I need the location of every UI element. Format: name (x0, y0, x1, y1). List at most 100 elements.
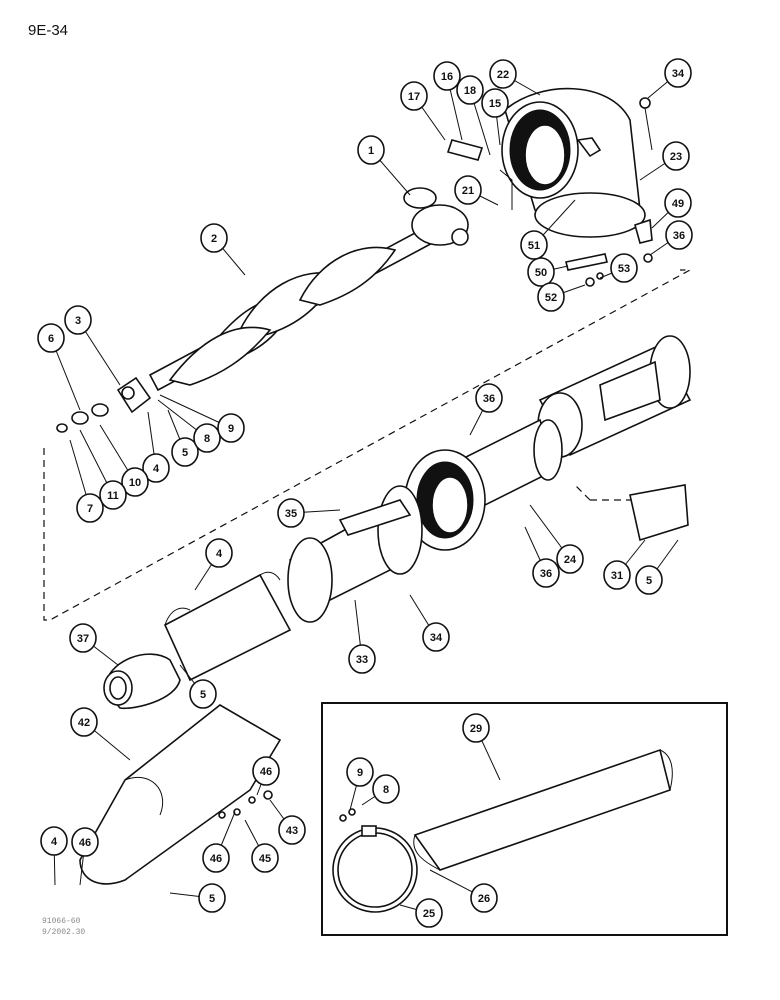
callout-9: 9 (346, 757, 374, 787)
callout-16: 16 (433, 61, 461, 91)
callout-number: 10 (129, 477, 141, 489)
assembly-guide-line-lower (574, 484, 660, 501)
callout-36: 36 (532, 558, 560, 588)
callout-4: 4 (205, 538, 233, 568)
callout-number: 4 (216, 548, 223, 560)
callout-45: 45 (251, 843, 279, 873)
footer-code-1: 91066-60 (42, 917, 81, 926)
callout-5: 5 (198, 883, 226, 913)
callout-3: 3 (64, 305, 92, 335)
inset-panel (321, 702, 728, 936)
callout-number: 34 (430, 632, 443, 644)
half-tube (163, 571, 292, 682)
callout-number: 43 (286, 825, 298, 837)
callout-37: 37 (69, 623, 97, 653)
callout-17: 17 (400, 81, 428, 111)
elbow-spout (501, 87, 646, 238)
intake-spout (79, 704, 282, 885)
callout-number: 9 (228, 423, 234, 435)
callout-24: 24 (556, 544, 584, 574)
bearing-assembly (56, 376, 152, 433)
callout-34: 34 (664, 58, 692, 88)
callout-number: 4 (51, 836, 58, 848)
callout-22: 22 (489, 59, 517, 89)
callout-number: 46 (260, 766, 272, 778)
callout-46: 46 (252, 756, 280, 786)
callout-49: 49 (664, 188, 692, 218)
tube-24 (404, 418, 563, 551)
callout-number: 8 (383, 784, 389, 796)
callout-number: 21 (462, 185, 474, 197)
callout-number: 3 (75, 315, 81, 327)
callout-number: 42 (78, 717, 90, 729)
callout-25: 25 (415, 898, 443, 928)
callout-number: 33 (356, 654, 368, 666)
callout-7: 7 (76, 493, 104, 523)
callout-15: 15 (481, 88, 509, 118)
callout-number: 25 (423, 908, 435, 920)
callout-number: 51 (528, 240, 540, 252)
callout-50: 50 (527, 257, 555, 287)
callout-5: 5 (171, 437, 199, 467)
callout-10: 10 (121, 467, 149, 497)
callout-34: 34 (422, 622, 450, 652)
callout-number: 26 (478, 893, 490, 905)
callout-21: 21 (454, 175, 482, 205)
callout-number: 11 (107, 490, 119, 502)
callout-4: 4 (40, 826, 68, 856)
callout-number: 34 (672, 68, 685, 80)
end-cap (103, 653, 181, 710)
callout-36: 36 (475, 383, 503, 413)
callout-number: 46 (210, 853, 222, 865)
callout-number: 35 (285, 508, 297, 520)
callout-5: 5 (635, 565, 663, 595)
callout-number: 46 (79, 837, 91, 849)
callout-52: 52 (537, 282, 565, 312)
callout-51: 51 (520, 230, 548, 260)
callout-4: 4 (142, 453, 170, 483)
callout-number: 7 (87, 503, 93, 515)
callout-number: 5 (646, 575, 652, 587)
spout-hardware (446, 97, 653, 287)
callout-number: 53 (618, 263, 630, 275)
callout-number: 15 (489, 98, 501, 110)
callout-36: 36 (665, 220, 693, 250)
callout-number: 36 (673, 230, 685, 242)
upper-tube (537, 335, 692, 458)
callout-number: 37 (77, 633, 89, 645)
callout-number: 50 (535, 267, 547, 279)
callout-number: 36 (540, 568, 552, 580)
callout-number: 22 (497, 69, 509, 81)
callout-31: 31 (603, 560, 631, 590)
footer-codes: 91066-60 9/2002.30 (42, 916, 85, 938)
callout-number: 49 (672, 198, 684, 210)
callout-42: 42 (70, 707, 98, 737)
callout-33: 33 (348, 644, 376, 674)
callout-6: 6 (37, 323, 65, 353)
callout-18: 18 (456, 75, 484, 105)
callout-number: 23 (670, 151, 682, 163)
callout-8: 8 (372, 774, 400, 804)
callout-9: 9 (217, 413, 245, 443)
callout-number: 8 (204, 433, 210, 445)
callout-26: 26 (470, 883, 498, 913)
callout-5: 5 (189, 679, 217, 709)
callout-46: 46 (202, 843, 230, 873)
callout-11: 11 (99, 480, 127, 510)
callout-number: 6 (48, 333, 54, 345)
callout-number: 36 (483, 393, 495, 405)
callout-2: 2 (200, 223, 228, 253)
auger-flighting (148, 223, 440, 392)
assembly-guide-line (43, 269, 691, 621)
callout-53: 53 (610, 253, 638, 283)
callout-number: 45 (259, 853, 271, 865)
callout-number: 24 (564, 554, 577, 566)
callout-number: 18 (464, 85, 476, 97)
callout-number: 52 (545, 292, 557, 304)
callout-1: 1 (357, 135, 385, 165)
callout-46: 46 (71, 827, 99, 857)
tube-33 (287, 485, 423, 623)
callout-number: 31 (611, 570, 623, 582)
